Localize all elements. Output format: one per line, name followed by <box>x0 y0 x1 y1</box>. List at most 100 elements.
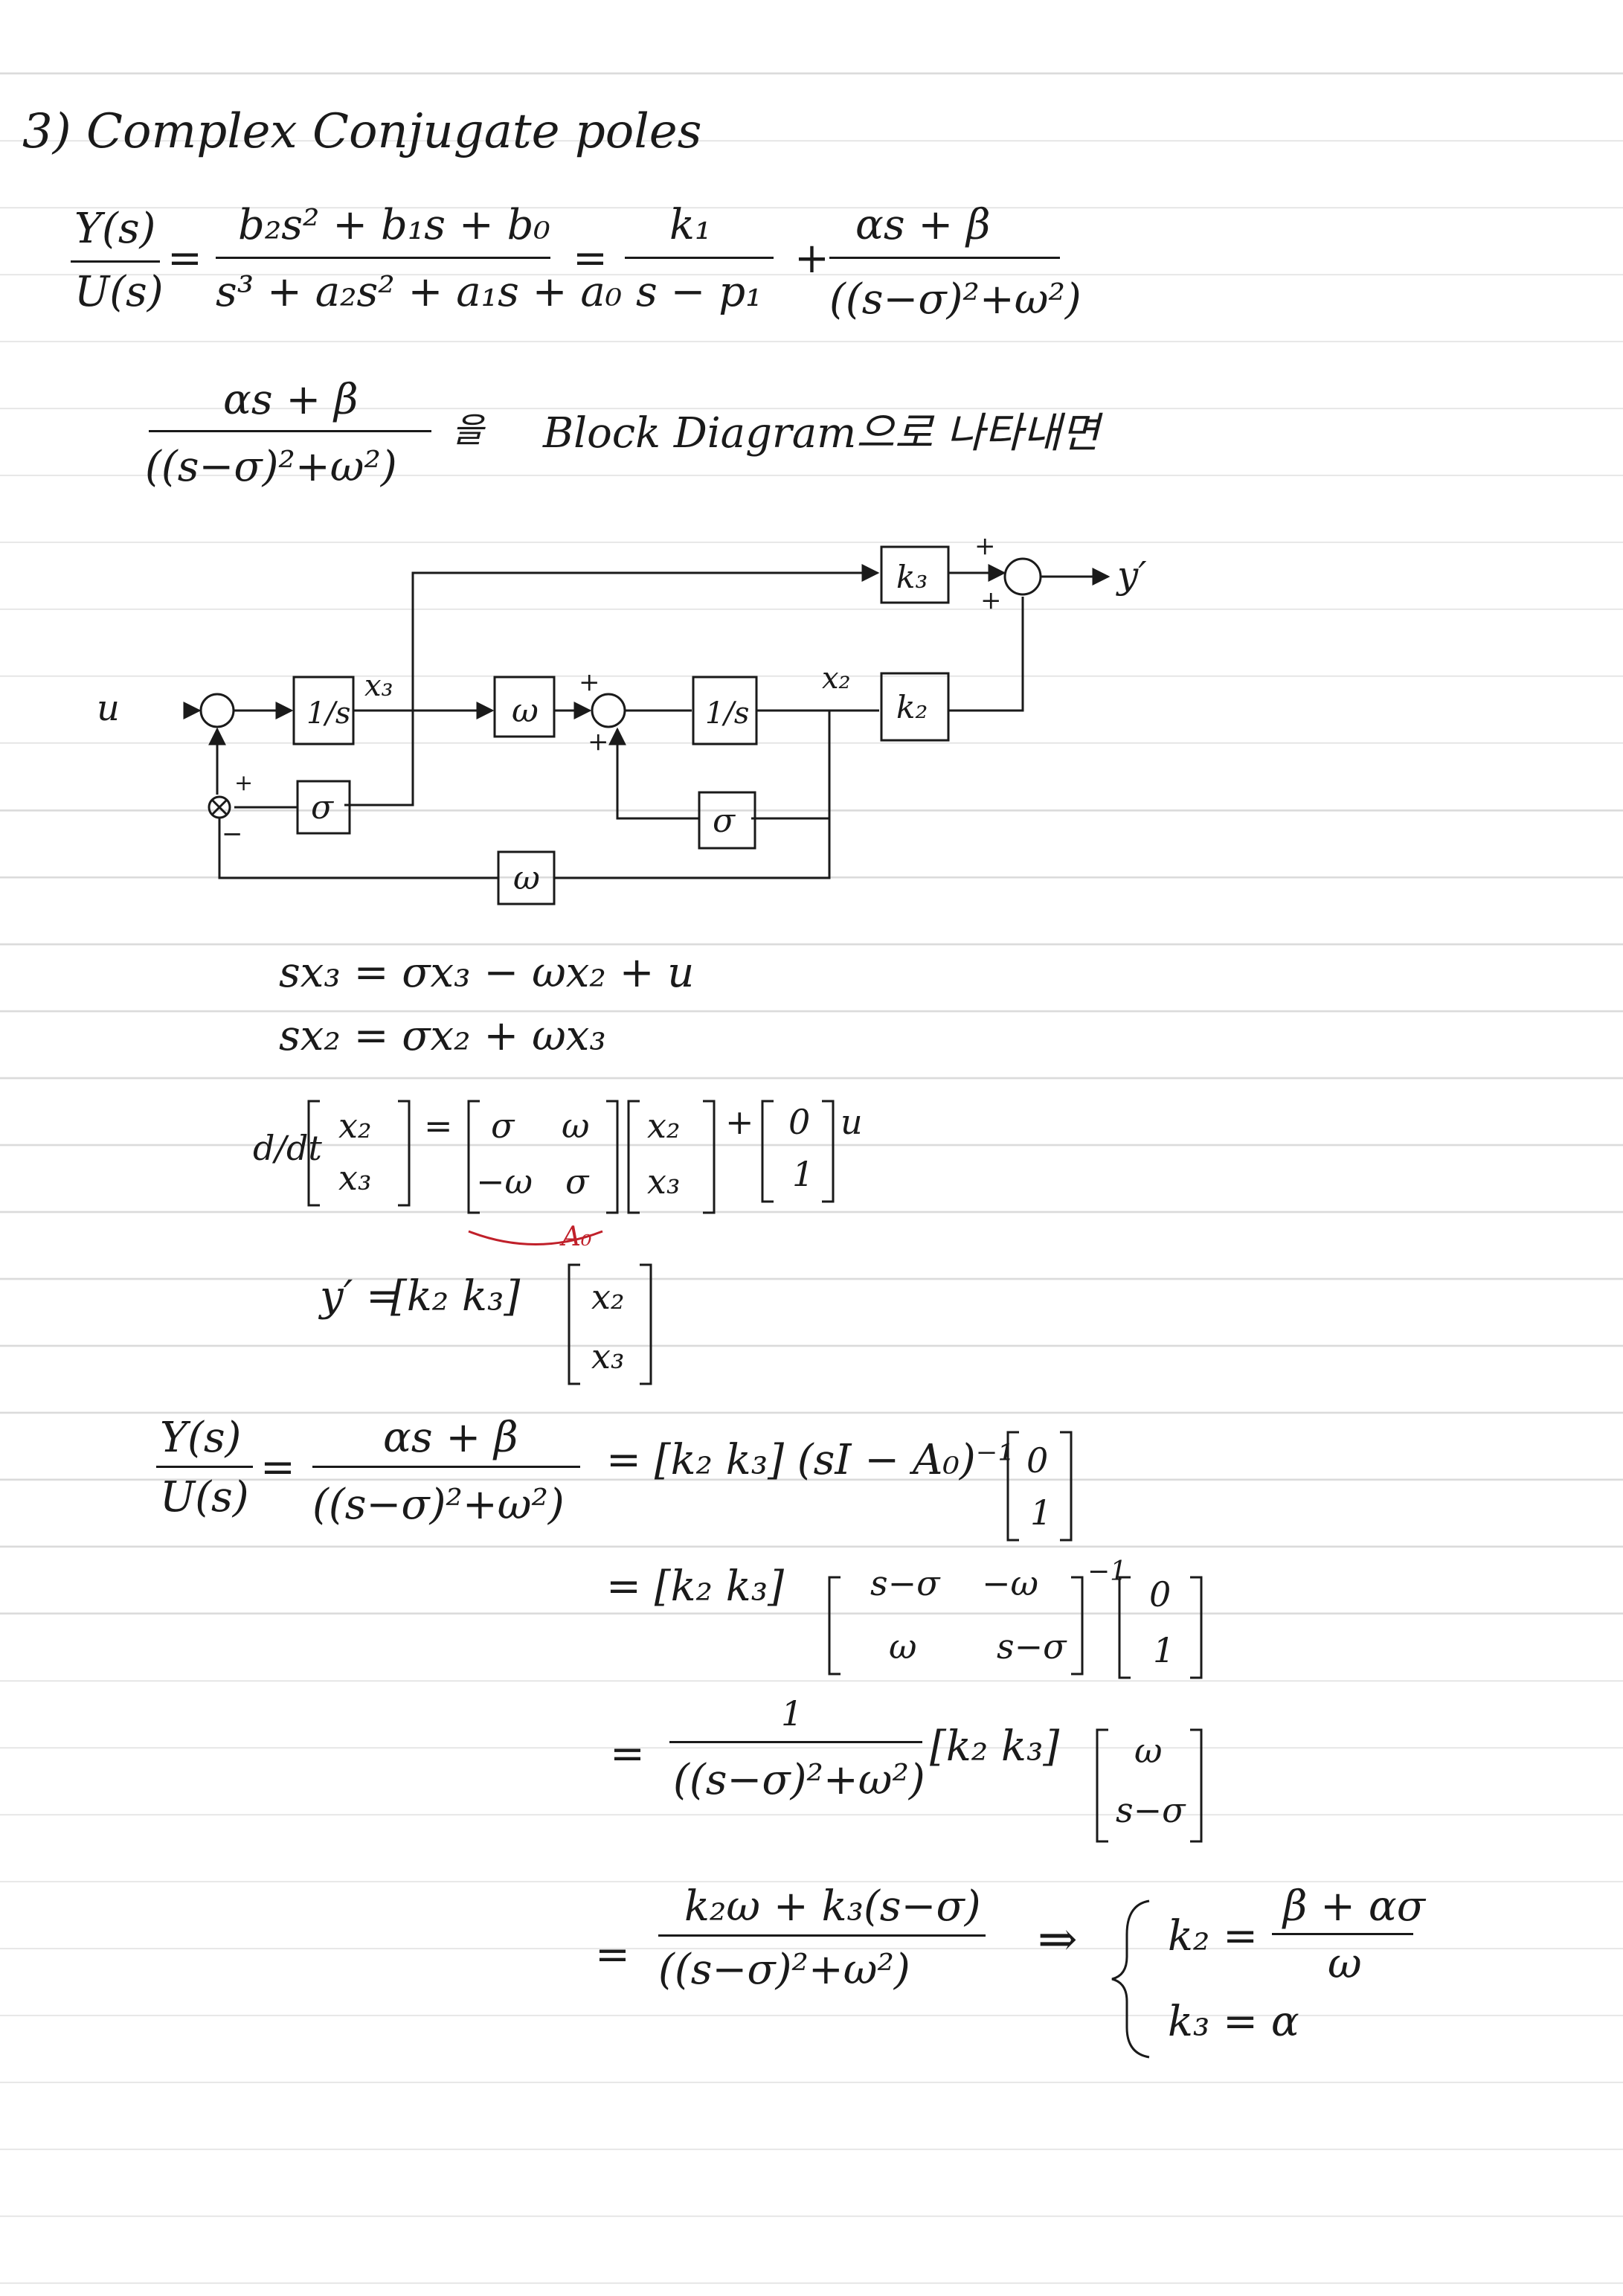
sigma-2-label: σ <box>713 802 736 840</box>
summing-junction-1 <box>199 693 235 728</box>
eq1-p1-num: k₁ <box>669 201 712 249</box>
eq2-num: αs + β <box>223 376 359 424</box>
deriv-step1: = [k₂ k₃] (sI − A₀)⁻¹ <box>606 1436 1015 1484</box>
deriv-step3-row: [k₂ k₃] <box>930 1722 1060 1771</box>
deriv-frac-bar <box>312 1466 580 1468</box>
k2-result-bar <box>1272 1933 1413 1935</box>
implies-arrow: ⇒ <box>1038 1912 1078 1967</box>
state-vec-0: x₂ <box>338 1106 372 1146</box>
matrix-brackets <box>307 1100 1203 1843</box>
eq1-p2-bar <box>829 257 1060 259</box>
summing-junction-3 <box>1003 557 1042 596</box>
output-vec-1: x₃ <box>591 1336 625 1376</box>
eq1-tf-bar <box>216 257 550 259</box>
sigma-2-block <box>698 791 756 850</box>
k3-block <box>880 545 950 604</box>
result-brace <box>1111 1899 1150 2059</box>
deriv-equals: = <box>260 1443 295 1492</box>
inv-m01: −ω <box>982 1563 1039 1603</box>
input-label: u <box>97 687 120 729</box>
step3-vec-1: s−σ <box>1116 1790 1186 1830</box>
output-vec-0: x₂ <box>591 1277 625 1317</box>
sigma1-input <box>344 711 414 807</box>
a0-m01: ω <box>562 1106 590 1146</box>
sum4-plus: + <box>234 770 253 796</box>
deriv-step4-bar <box>658 1934 986 1937</box>
k3-result: k₃ = α <box>1168 1998 1299 2046</box>
sigma2-to-sum2 <box>608 727 699 820</box>
eq1-equals-2: = <box>573 234 608 283</box>
state-eq-2: sx₂ = σx₂ + ωx₃ <box>279 1012 606 1060</box>
x2-feedback <box>554 711 831 879</box>
k3-label: k₃ <box>896 559 928 595</box>
state-vec2-1: x₃ <box>647 1161 681 1202</box>
eq2-den: ((s−σ)²+ω²) <box>145 443 397 491</box>
eq1-equals: = <box>167 234 202 283</box>
deriv-step1-b1: 1 <box>1030 1492 1052 1533</box>
inv-m10: ω <box>889 1626 917 1667</box>
a0-m10: −ω <box>476 1161 533 1202</box>
deriv-step4-eq: = <box>595 1931 630 1979</box>
k2-result-lhs: k₂ = <box>1168 1912 1259 1960</box>
a0-label: A₀ <box>562 1222 592 1252</box>
eq1-lhs-bar <box>71 260 160 263</box>
step3-vec-0: ω <box>1134 1731 1163 1771</box>
sum2-plus-bottom: + <box>588 727 609 757</box>
eq1-plus: + <box>794 234 829 283</box>
a0-m00: σ <box>491 1106 515 1146</box>
a0-m11: σ <box>565 1161 589 1202</box>
eq1-lhs-den: U(s) <box>74 268 164 316</box>
inv-exponent: −1 <box>1087 1556 1128 1587</box>
x2-label: x₂ <box>822 661 851 696</box>
state-plus: + <box>725 1102 754 1142</box>
section-heading: 3) Complex Conjugate poles <box>22 104 702 159</box>
sigma-1-label: σ <box>311 789 335 827</box>
deriv-frac-num: αs + β <box>383 1414 518 1462</box>
integrator-1-label: 1/s <box>306 696 350 731</box>
b-vec-1: 1 <box>792 1154 814 1194</box>
deriv-step4-den: ((s−σ)²+ω²) <box>658 1946 910 1994</box>
deriv-step3-bar <box>669 1741 922 1743</box>
x3-feedforward <box>411 564 880 711</box>
a0-brace <box>468 1230 603 1245</box>
omega-back-to-sum <box>218 818 498 879</box>
summing-junction-2 <box>591 693 626 728</box>
output-label: y′ <box>1116 554 1147 597</box>
ddt-operator: d/dt <box>253 1128 322 1168</box>
eq2-bar <box>149 430 431 432</box>
eq2-particle: 을 <box>452 410 484 450</box>
k2-to-sum3 <box>948 597 1024 712</box>
eq1-p1-bar <box>625 257 774 259</box>
sum4-minus: − <box>222 819 243 849</box>
eq1-p2-den: ((s−σ)²+ω²) <box>829 275 1082 324</box>
sum2-plus-left: + <box>579 667 600 697</box>
sum3-plus-top: + <box>974 531 996 561</box>
deriv-step3-eq: = <box>610 1730 645 1778</box>
eq1-p2-num: αs + β <box>855 201 991 249</box>
k2-result-den: ω <box>1328 1940 1362 1988</box>
deriv-step3-den: ((s−σ)²+ω²) <box>673 1756 925 1804</box>
deriv-step2-lhs: = [k₂ k₃] <box>606 1562 784 1611</box>
deriv-step1-b0: 0 <box>1026 1440 1049 1481</box>
deriv-lhs-bar <box>156 1466 253 1468</box>
output-eq-lhs: y′ = <box>320 1272 402 1321</box>
deriv-step3-num: 1 <box>781 1693 803 1734</box>
eq1-tf-den: s³ + a₂s² + a₁s + a₀ <box>216 268 623 316</box>
eq1-tf-num: b₂s² + b₁s + b₀ <box>238 201 550 249</box>
deriv-lhs-num: Y(s) <box>160 1414 242 1462</box>
eq2-text: Block Diagram으로 나타내면 <box>543 409 1100 458</box>
k2-label: k₂ <box>896 689 928 725</box>
step2-b0: 0 <box>1149 1574 1172 1614</box>
sum3-plus-right: + <box>980 586 1002 615</box>
state-vec2-0: x₂ <box>647 1106 681 1146</box>
deriv-frac-den: ((s−σ)²+ω²) <box>312 1481 565 1529</box>
deriv-step4-num: k₂ω + k₃(s−σ) <box>684 1882 981 1931</box>
summing-junction-4 <box>208 795 231 819</box>
omega-fwd-label: ω <box>512 692 539 730</box>
step2-b1: 1 <box>1153 1630 1175 1670</box>
inv-m11: s−σ <box>997 1626 1067 1667</box>
b-vec-0: 0 <box>788 1102 811 1142</box>
input-u: u <box>841 1102 863 1142</box>
